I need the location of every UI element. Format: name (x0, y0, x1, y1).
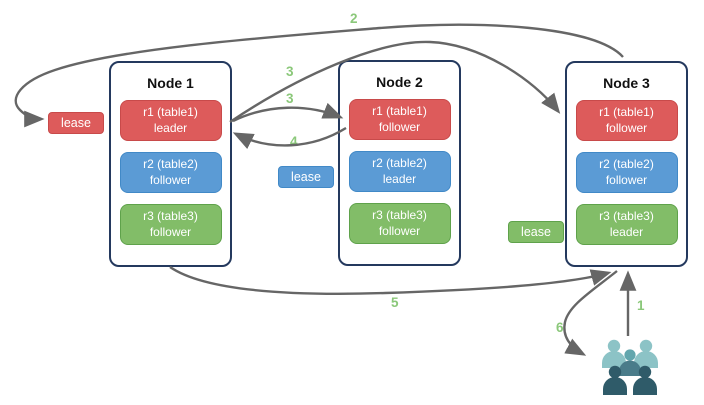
node-2-box: Node 2 r1 (table1) follower r2 (table2) … (338, 60, 461, 266)
users-group-icon (597, 333, 663, 404)
replica-name: r2 (table2) (372, 155, 427, 170)
node-1-replica-r2: r2 (table2) follower (119, 152, 222, 193)
step-label-2: 2 (350, 11, 358, 26)
node-1-replica-r3: r3 (table3) follower (119, 204, 222, 245)
replica-name: r2 (table2) (143, 156, 198, 171)
replica-role: follower (149, 224, 192, 239)
node-1-box: Node 1 r1 (table1) leader r2 (table2) fo… (109, 61, 232, 267)
node-3-replica-r2: r2 (table2) follower (575, 152, 678, 193)
step-label-1: 1 (637, 298, 645, 313)
node-2-replica-r2: r2 (table2) leader (348, 151, 451, 192)
step-label-3a: 3 (286, 64, 294, 79)
node-3-replica-r1: r1 (table1) follower (575, 100, 678, 141)
node-3-title: Node 3 (603, 75, 650, 91)
arrow-step-3-to-node2 (232, 102, 344, 123)
step-label-5: 5 (391, 295, 399, 310)
replica-role: leader (382, 171, 417, 186)
replica-name: r3 (table3) (143, 208, 198, 223)
arrow-step-5 (169, 266, 612, 295)
replica-name: r1 (table1) (143, 104, 198, 119)
node-1-title: Node 1 (147, 75, 194, 91)
lease-badge-table3: lease (508, 221, 564, 243)
replica-role: follower (149, 172, 192, 187)
replica-name: r1 (table1) (372, 103, 427, 118)
arrow-step-2 (14, 23, 624, 128)
node-2-replica-r3: r3 (table3) follower (348, 203, 451, 244)
step-label-4: 4 (290, 134, 298, 149)
node-1-replica-r1: r1 (table1) leader (119, 100, 222, 141)
node-3-box: Node 3 r1 (table1) follower r2 (table2) … (565, 61, 688, 267)
replica-role: leader (153, 120, 188, 135)
replica-role: follower (605, 172, 648, 187)
replica-name: r3 (table3) (599, 208, 654, 223)
replica-role: follower (378, 223, 421, 238)
node-2-replica-r1: r1 (table1) follower (348, 99, 451, 140)
node-3-replica-r3: r3 (table3) leader (575, 204, 678, 245)
lease-badge-table1: lease (48, 112, 104, 134)
replica-role: follower (378, 119, 421, 134)
replica-name: r1 (table1) (599, 104, 654, 119)
node-2-title: Node 2 (376, 74, 423, 90)
replica-role: leader (609, 224, 644, 239)
step-label-6: 6 (556, 320, 564, 335)
replica-role: follower (605, 120, 648, 135)
step-label-3b: 3 (286, 91, 294, 106)
lease-badge-table2: lease (278, 166, 334, 188)
replica-name: r3 (table3) (372, 207, 427, 222)
replica-name: r2 (table2) (599, 156, 654, 171)
